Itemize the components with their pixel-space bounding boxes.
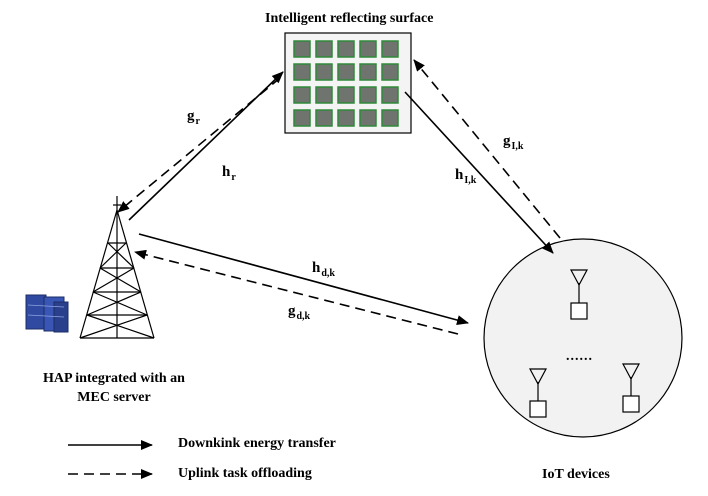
irs-element [293, 40, 311, 58]
label-h-ik: hI,k [455, 167, 477, 186]
iot-device-icon [529, 368, 547, 418]
irs-element [315, 86, 333, 104]
irs-panel [284, 32, 412, 134]
irs-element [293, 86, 311, 104]
irs-element [381, 86, 399, 104]
irs-element [315, 63, 333, 81]
irs-element [381, 109, 399, 127]
arrow-g-ik [413, 59, 561, 239]
hap-tower [79, 196, 155, 339]
label-g-r: gr [187, 108, 200, 127]
irs-element [359, 40, 377, 58]
irs-element [337, 40, 355, 58]
legend-uplink-label: Uplink task offloading [178, 466, 312, 481]
irs-element [381, 40, 399, 58]
irs-element [337, 86, 355, 104]
iot-device-icon [570, 269, 588, 320]
arrow-h-ik [404, 91, 554, 254]
mec-server-icon [25, 294, 69, 333]
arrow-h-dk [138, 233, 469, 325]
iot-caption: IoT devices [542, 467, 610, 482]
iot-ellipsis: ...... [566, 349, 593, 364]
irs-element [381, 63, 399, 81]
irs-element [359, 109, 377, 127]
hap-caption: HAP integrated with an MEC server [12, 369, 216, 407]
iot-devices-area [483, 238, 683, 438]
irs-element [293, 109, 311, 127]
irs-element [315, 109, 333, 127]
iot-device-icon [622, 363, 640, 413]
arrow-g-dk [134, 249, 459, 335]
label-g-ik: gI,k [503, 133, 524, 152]
hap-caption-line2: MEC server [77, 390, 151, 405]
label-g-dk: gd,k [288, 303, 311, 322]
irs-element [293, 63, 311, 81]
irs-element [315, 40, 333, 58]
irs-element [359, 63, 377, 81]
irs-element [337, 109, 355, 127]
label-h-dk: hd,k [312, 260, 335, 279]
irs-element [337, 63, 355, 81]
irs-title: Intelligent reflecting surface [265, 11, 434, 26]
legend-downlink-label: Downkink energy transfer [178, 436, 336, 451]
arrow-g-r [117, 77, 281, 213]
arrow-h-r [128, 71, 284, 221]
hap-caption-line1: HAP integrated with an [43, 371, 185, 386]
irs-element [359, 86, 377, 104]
label-h-r: hr [222, 164, 236, 183]
